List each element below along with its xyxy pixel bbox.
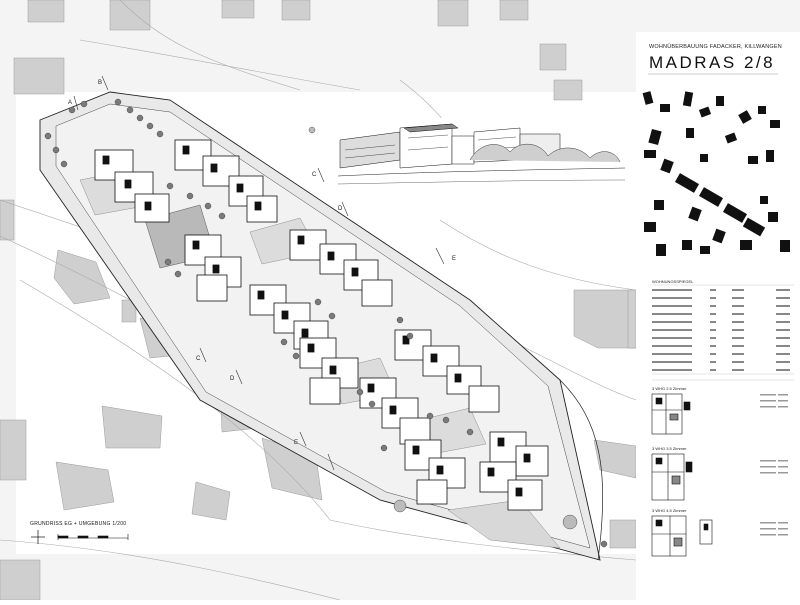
building-10 xyxy=(479,431,549,511)
section-label-d: D xyxy=(338,206,343,212)
section-label-d2: D xyxy=(230,376,235,382)
unit-plan-small xyxy=(651,393,691,435)
unit-plan-medium xyxy=(651,453,693,501)
section-label-c: C xyxy=(312,172,317,178)
situation-map xyxy=(642,91,790,256)
building-9 xyxy=(404,439,466,505)
unit-plan-stats xyxy=(760,394,788,536)
section-label-a: A xyxy=(68,100,72,106)
perspective-sketch xyxy=(335,118,626,193)
table-row xyxy=(652,326,794,334)
plan-caption: GRUNDRISS EG + UMGEBUNG 1/200 xyxy=(30,521,127,527)
building-6 xyxy=(299,337,359,405)
project-subtitle: WOHNÜBERBAUUNG FADACKER, KILLWANGEN xyxy=(649,44,782,50)
building-2 xyxy=(174,139,278,223)
table-row xyxy=(652,302,794,310)
table-row xyxy=(652,366,794,374)
table-dividers xyxy=(652,284,794,381)
unit-type-label: 3 WHG 2.5 Zimmer xyxy=(652,386,687,391)
table-row xyxy=(652,350,794,358)
table-row xyxy=(652,318,794,326)
tree-icon xyxy=(44,98,608,548)
table-row xyxy=(652,286,794,294)
building-7 xyxy=(394,329,500,413)
north-arrow-icon xyxy=(31,530,45,544)
unit-type-label: 3 WHG 4.5 Zimmer xyxy=(652,508,687,513)
unit-plan-large xyxy=(651,515,713,557)
table-row xyxy=(652,342,794,350)
table-row xyxy=(652,294,794,302)
building-4 xyxy=(289,229,393,307)
table-row xyxy=(652,358,794,366)
building-1 xyxy=(94,149,170,223)
scale-bar xyxy=(57,534,129,540)
section-label-c2: C xyxy=(196,356,201,362)
building-5 xyxy=(249,284,329,350)
table-row xyxy=(652,334,794,342)
section-label-e2: E xyxy=(294,440,298,446)
apartment-buildings xyxy=(94,139,549,511)
table-row xyxy=(652,310,794,318)
building-8 xyxy=(359,377,431,445)
building-3 xyxy=(184,234,242,302)
section-label-e: E xyxy=(452,256,456,262)
unit-table xyxy=(652,286,794,374)
project-title: MADRAS 2/8 xyxy=(649,53,776,72)
unit-type-label: 3 WHG 3.5 Zimmer xyxy=(652,446,687,451)
unit-table-title: WOHNUNGSSPIEGEL xyxy=(652,279,694,284)
section-label-b: B xyxy=(98,80,102,86)
